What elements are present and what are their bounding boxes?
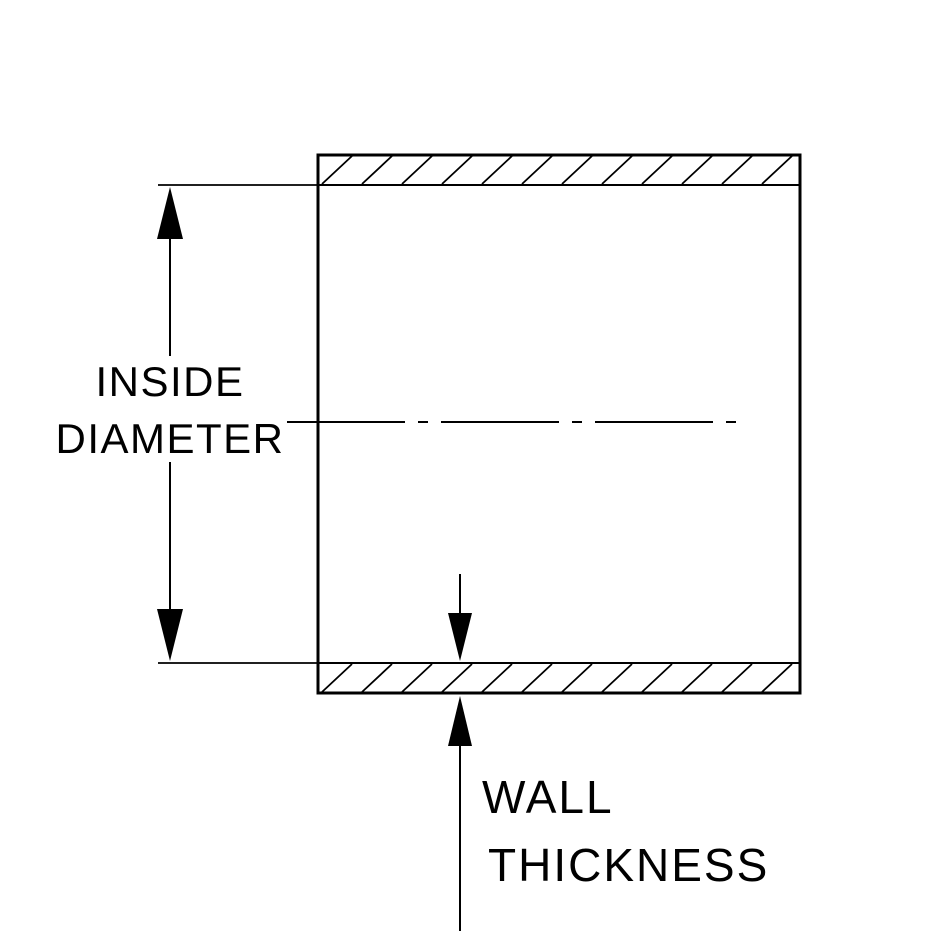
hose-body-outline bbox=[316, 153, 802, 695]
inside-diameter-label-line2: DIAMETER bbox=[55, 415, 284, 462]
bottom-wall-hatching bbox=[321, 663, 793, 693]
wall-thickness-dimension: WALL THICKNESS bbox=[448, 574, 769, 931]
arrow-up-icon bbox=[448, 696, 472, 746]
wall-thickness-label-line2: THICKNESS bbox=[488, 839, 769, 891]
inside-diameter-label-line1: INSIDE bbox=[95, 358, 244, 405]
arrow-down-icon bbox=[157, 609, 183, 661]
arrow-up-icon bbox=[157, 187, 183, 239]
arrow-down-icon bbox=[448, 613, 472, 661]
wall-thickness-label-line1: WALL bbox=[482, 771, 614, 823]
inside-diameter-dimension: INSIDE DIAMETER bbox=[55, 184, 318, 664]
top-wall-hatching bbox=[321, 155, 793, 185]
